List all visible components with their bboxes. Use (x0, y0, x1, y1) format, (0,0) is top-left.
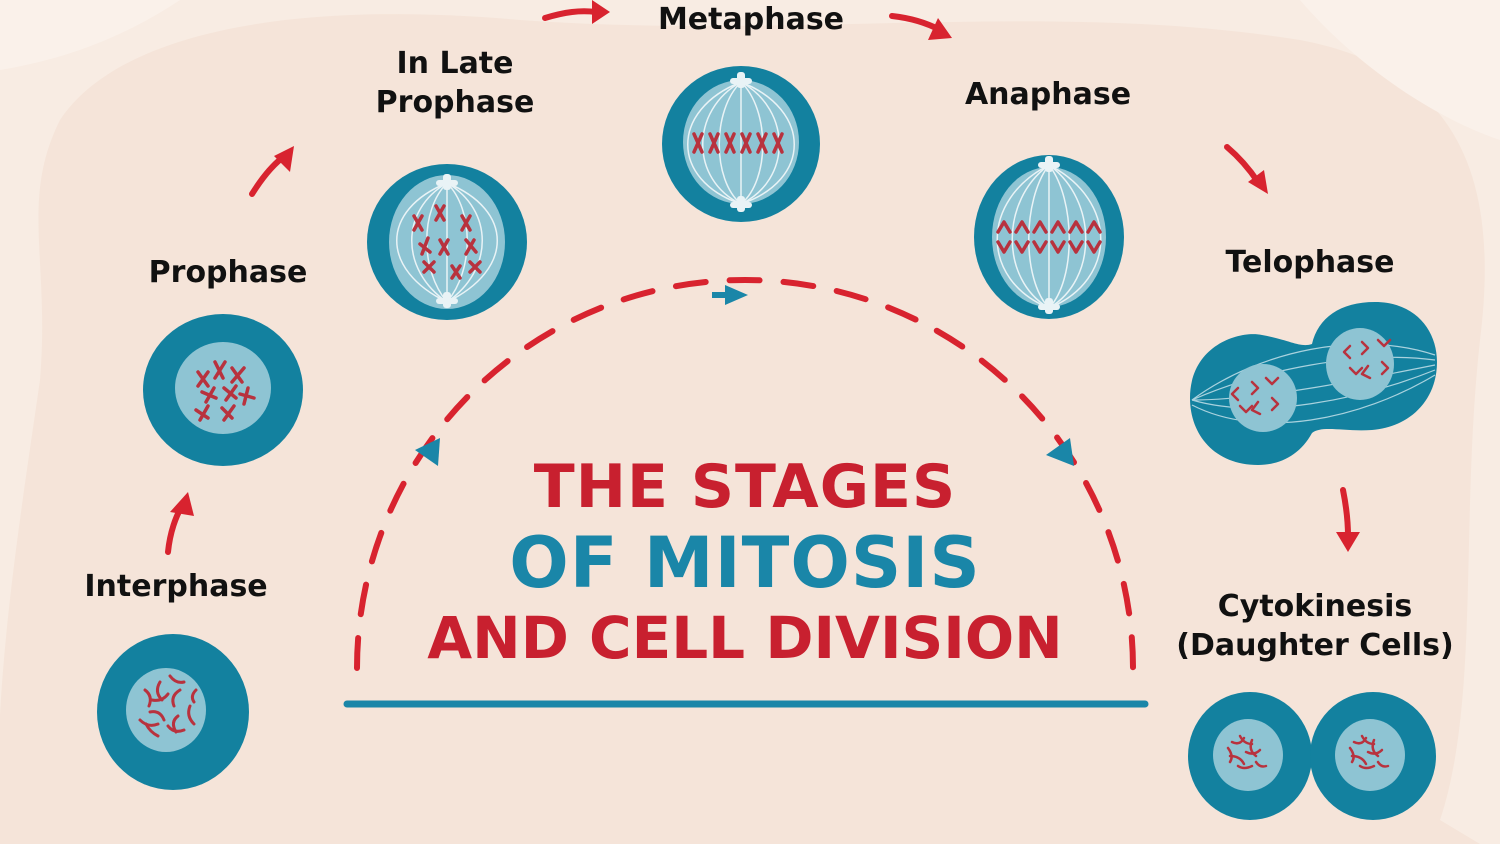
late-prophase-cell-icon (367, 164, 527, 320)
late-prophase-label: In Late Prophase (355, 44, 555, 122)
late-prophase-label-line1: In Late (396, 46, 514, 81)
chromosome-icon (138, 674, 198, 738)
telophase-label: Telophase (1225, 245, 1395, 280)
prophase-label: Prophase (148, 255, 308, 290)
spindle-icon (1191, 343, 1436, 424)
cytokinesis-label-line1: Cytokinesis (1217, 589, 1413, 624)
cytokinesis-label: Cytokinesis (Daughter Cells) (1170, 587, 1460, 665)
telophase-cell-icon (1190, 302, 1437, 465)
title-line-2: OF MITOSIS (509, 522, 981, 604)
prophase-cell-icon (143, 314, 303, 466)
cycle-dashed-arc (354, 277, 1136, 671)
anaphase-cell-icon (974, 155, 1124, 319)
chromosome-icon (692, 132, 784, 154)
title-line-1: THE STAGES (533, 452, 957, 522)
stage-arrow-icon (542, 8, 599, 21)
chromosome-icon (412, 204, 482, 280)
cycle-arrowhead-icon (725, 285, 748, 305)
chromosome-icon (1230, 338, 1392, 416)
cycle-arrowhead-icon (415, 438, 440, 466)
chromosome-icon (1226, 734, 1390, 770)
spindle-icon (687, 81, 795, 204)
metaphase-label: Metaphase (657, 2, 845, 37)
title-line-3: AND CELL DIVISION (427, 604, 1063, 672)
chromosome-icon (996, 220, 1102, 254)
chromosome-icon (194, 360, 256, 422)
cytokinesis-label-line2: (Daughter Cells) (1176, 628, 1454, 663)
late-prophase-label-line2: Prophase (375, 85, 535, 120)
cycle-arrowhead-icon (1046, 438, 1074, 466)
interphase-label: Interphase (84, 569, 268, 604)
metaphase-cell-icon (662, 66, 820, 222)
interphase-cell-icon (97, 634, 249, 790)
spindle-icon (996, 167, 1102, 307)
anaphase-label: Anaphase (964, 77, 1132, 112)
cytokinesis-cells-icon (1188, 692, 1436, 820)
